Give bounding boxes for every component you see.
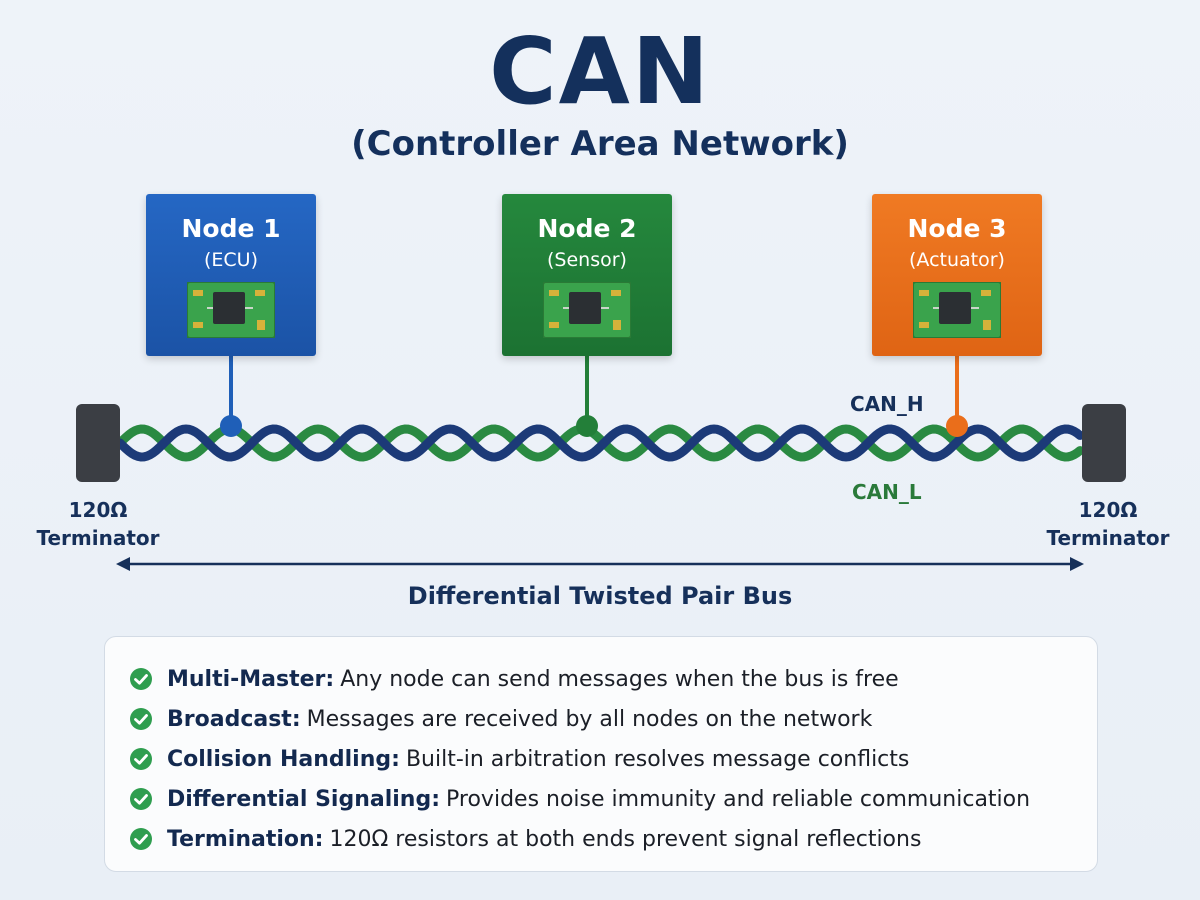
can-l-label: CAN_L xyxy=(852,480,922,504)
check-circle-icon xyxy=(130,828,152,850)
left-terminator-value: 120Ω xyxy=(68,498,128,522)
check-circle-icon xyxy=(130,668,152,690)
right-terminator-block xyxy=(1082,404,1126,482)
feature-title: Differential Signaling xyxy=(167,786,432,812)
left-terminator-text: Terminator xyxy=(36,526,160,550)
node-2-name: Node 2 xyxy=(537,214,637,243)
feature-title: Multi-Master xyxy=(167,666,326,692)
node1-connection-dot xyxy=(220,415,242,437)
right-terminator-label: 120Ω Terminator xyxy=(1038,496,1178,552)
feature-text: Messages are received by all nodes on th… xyxy=(306,706,873,732)
node-2-sensor: Node 2 (Sensor) xyxy=(502,194,672,356)
node3-connection-dot xyxy=(946,415,968,437)
feature-title: Collision Handling xyxy=(167,746,392,772)
bus-diagram xyxy=(76,356,1126,571)
check-circle-icon xyxy=(130,788,152,810)
page-title: CAN xyxy=(489,18,711,125)
feature-item: Collision Handling: Built-in arbitration… xyxy=(129,739,1097,779)
feature-text: Any node can send messages when the bus … xyxy=(340,666,899,692)
node-3-actuator: Node 3 (Actuator) xyxy=(872,194,1042,356)
check-circle-icon xyxy=(130,708,152,730)
node-2-role: (Sensor) xyxy=(547,249,627,271)
feature-text: 120Ω resistors at both ends prevent sign… xyxy=(329,826,922,852)
circuit-board-icon xyxy=(543,282,631,338)
right-terminator-text: Terminator xyxy=(1046,526,1170,550)
circuit-board-icon xyxy=(187,282,275,338)
check-circle-icon xyxy=(130,748,152,770)
feature-title: Termination xyxy=(167,826,315,852)
page-subtitle: (Controller Area Network) xyxy=(351,124,849,164)
feature-item: Broadcast: Messages are received by all … xyxy=(129,699,1097,739)
feature-text: Built-in arbitration resolves message co… xyxy=(405,746,910,772)
left-terminator-label: 120Ω Terminator xyxy=(28,496,168,552)
feature-item: Differential Signaling: Provides noise i… xyxy=(129,779,1097,819)
node-1-role: (ECU) xyxy=(203,249,258,271)
feature-item: Termination: 120Ω resistors at both ends… xyxy=(129,819,1097,859)
circuit-board-icon xyxy=(913,282,1001,338)
node-3-role: (Actuator) xyxy=(909,249,1005,271)
can-h-wire xyxy=(115,424,1085,462)
feature-item: Multi-Master: Any node can send messages… xyxy=(129,659,1097,699)
can-l-wire xyxy=(115,424,1085,462)
node-3-name: Node 3 xyxy=(907,214,1007,243)
right-terminator-value: 120Ω xyxy=(1078,498,1138,522)
node-1-ecu: Node 1 (ECU) xyxy=(146,194,316,356)
arrow-right-head xyxy=(1070,557,1084,571)
features-panel: Multi-Master: Any node can send messages… xyxy=(104,636,1098,872)
can-h-label: CAN_H xyxy=(850,392,924,416)
arrow-left-head xyxy=(116,557,130,571)
feature-text: Provides noise immunity and reliable com… xyxy=(446,786,1031,812)
left-terminator-block xyxy=(76,404,120,482)
feature-title: Broadcast xyxy=(167,706,292,732)
node2-connection-dot xyxy=(576,415,598,437)
bus-caption: Differential Twisted Pair Bus xyxy=(407,582,793,610)
node-1-name: Node 1 xyxy=(181,214,281,243)
